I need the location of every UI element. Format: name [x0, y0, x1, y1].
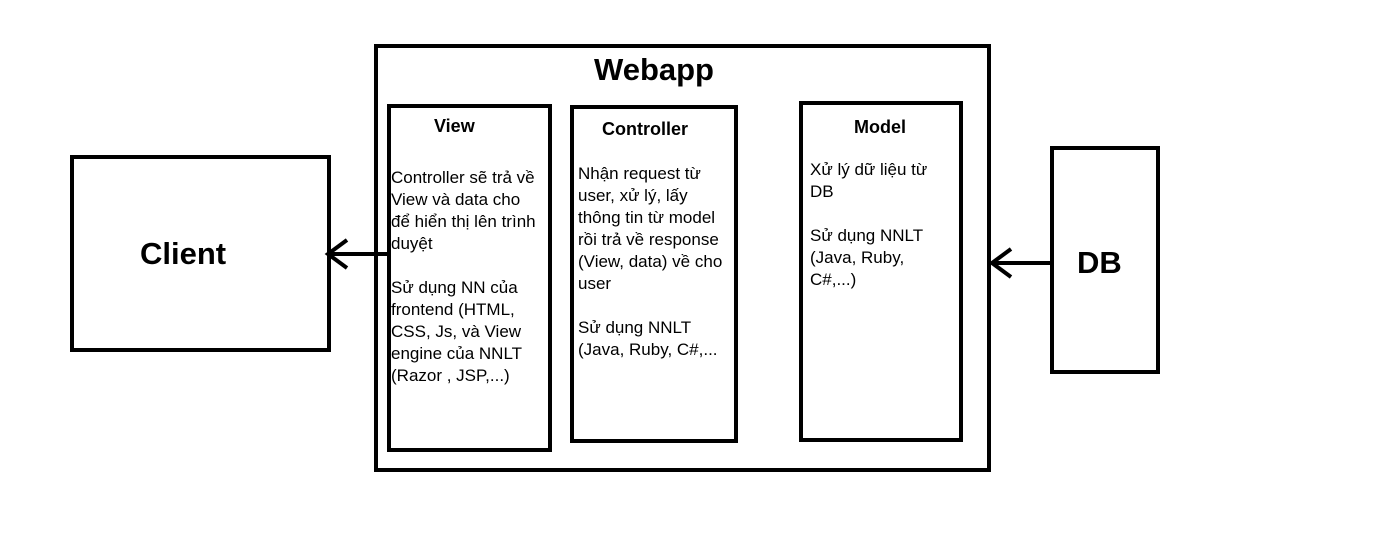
view-box [387, 104, 552, 452]
webapp-title: Webapp [594, 52, 714, 87]
model-title: Model [854, 117, 906, 137]
db-label: DB [1077, 245, 1122, 280]
controller-title: Controller [602, 119, 689, 139]
view-description: Controller sẽ trả về View và data cho để… [391, 168, 536, 385]
model-description: Xử lý dữ liệu từ DB Sử dụng NNLT (Java, … [810, 160, 928, 289]
view-title: View [434, 116, 475, 136]
controller-description: Nhận request từ user, xử lý, lấy thông t… [578, 164, 723, 359]
client-box [70, 155, 331, 352]
db-box [1050, 146, 1160, 374]
client-label: Client [140, 236, 227, 271]
controller-box [570, 105, 738, 443]
model-box [799, 101, 963, 442]
